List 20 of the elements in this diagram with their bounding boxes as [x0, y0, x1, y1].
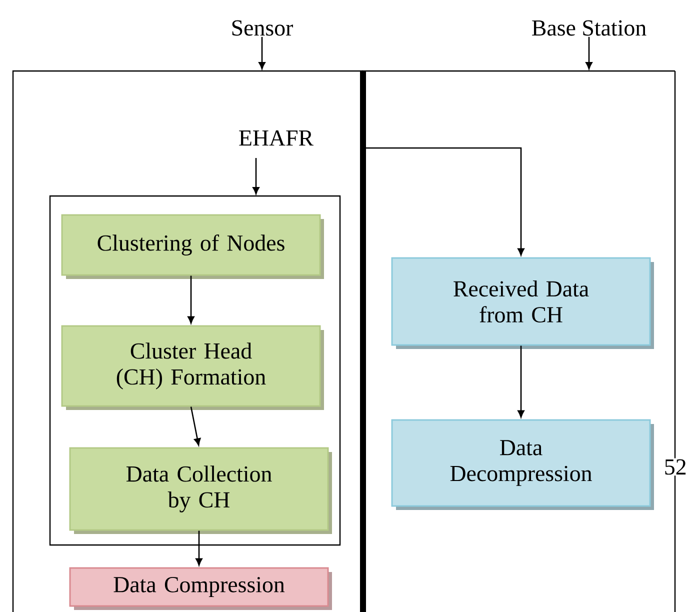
- panel-box: [12, 70, 363, 612]
- process-box: Data Collection by CH: [69, 447, 332, 534]
- group-box: [49, 195, 341, 546]
- arrow: [188, 276, 194, 324]
- process-box: Data Compression: [69, 567, 332, 610]
- process-box: Received Data from CH: [391, 257, 654, 349]
- arrow: [252, 158, 260, 194]
- arrow: [518, 346, 524, 418]
- process-box: Cluster Head (CH) Formation: [61, 325, 324, 410]
- heading-text: EHAFR: [239, 130, 314, 146]
- page-number: 52: [662, 458, 688, 476]
- arrow: [190, 406, 201, 446]
- heading-text: Base Station: [532, 20, 646, 36]
- heading-text: Sensor: [232, 20, 293, 36]
- process-box: Data Decompression: [391, 419, 654, 510]
- arrow: [196, 530, 202, 566]
- arrow: [586, 36, 592, 70]
- process-box: Clustering of Nodes: [61, 214, 324, 279]
- arrow: [258, 36, 266, 70]
- arrow: [366, 147, 524, 256]
